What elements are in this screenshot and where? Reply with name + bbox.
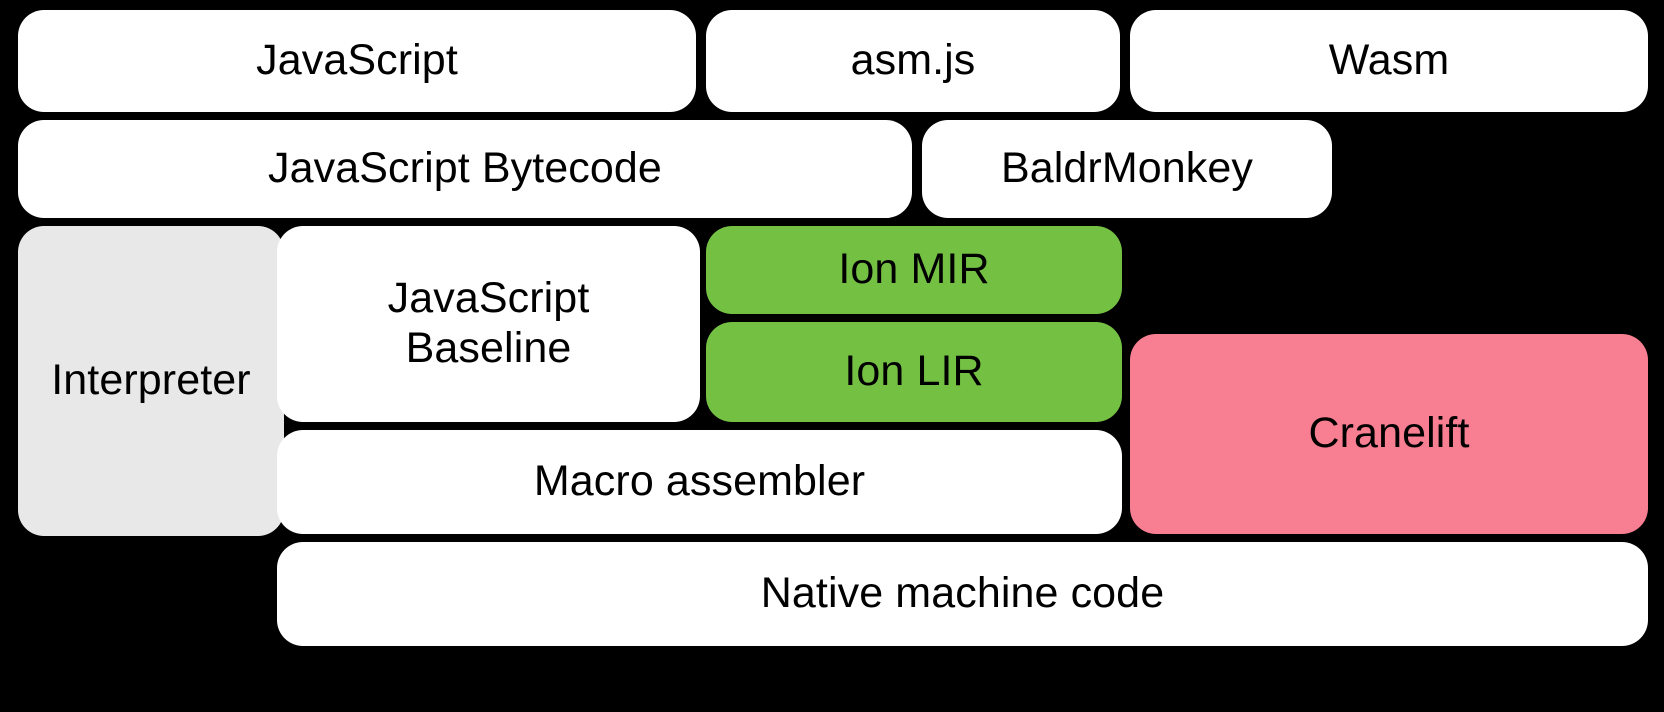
node-ion-lir[interactable]: Ion LIR <box>706 322 1122 422</box>
node-macro-assembler[interactable]: Macro assembler <box>277 430 1122 534</box>
node-interpreter[interactable]: Interpreter <box>18 226 284 536</box>
node-ion-mir[interactable]: Ion MIR <box>706 226 1122 314</box>
node-label-javascript-bytecode: JavaScript Bytecode <box>268 144 662 193</box>
node-label-asm-js: asm.js <box>850 36 976 85</box>
node-wasm[interactable]: Wasm <box>1130 10 1648 112</box>
node-label-cranelift: Cranelift <box>1308 409 1470 458</box>
node-javascript[interactable]: JavaScript <box>18 10 696 112</box>
node-javascript-baseline[interactable]: JavaScript Baseline <box>277 226 700 422</box>
node-native-machine-code[interactable]: Native machine code <box>277 542 1648 646</box>
node-label-javascript: JavaScript <box>256 36 458 85</box>
node-label-interpreter: Interpreter <box>51 356 251 405</box>
node-label-wasm: Wasm <box>1328 36 1450 85</box>
node-label-javascript-baseline: JavaScript Baseline <box>387 274 590 372</box>
node-label-ion-lir: Ion LIR <box>844 347 984 396</box>
node-baldrmonkey[interactable]: BaldrMonkey <box>922 120 1332 218</box>
node-label-ion-mir: Ion MIR <box>838 245 990 294</box>
node-label-macro-assembler: Macro assembler <box>533 457 866 506</box>
node-label-native-machine-code: Native machine code <box>760 569 1165 618</box>
node-asm-js[interactable]: asm.js <box>706 10 1120 112</box>
node-cranelift[interactable]: Cranelift <box>1130 334 1648 534</box>
node-label-baldrmonkey: BaldrMonkey <box>1000 144 1254 193</box>
node-javascript-bytecode[interactable]: JavaScript Bytecode <box>18 120 912 218</box>
